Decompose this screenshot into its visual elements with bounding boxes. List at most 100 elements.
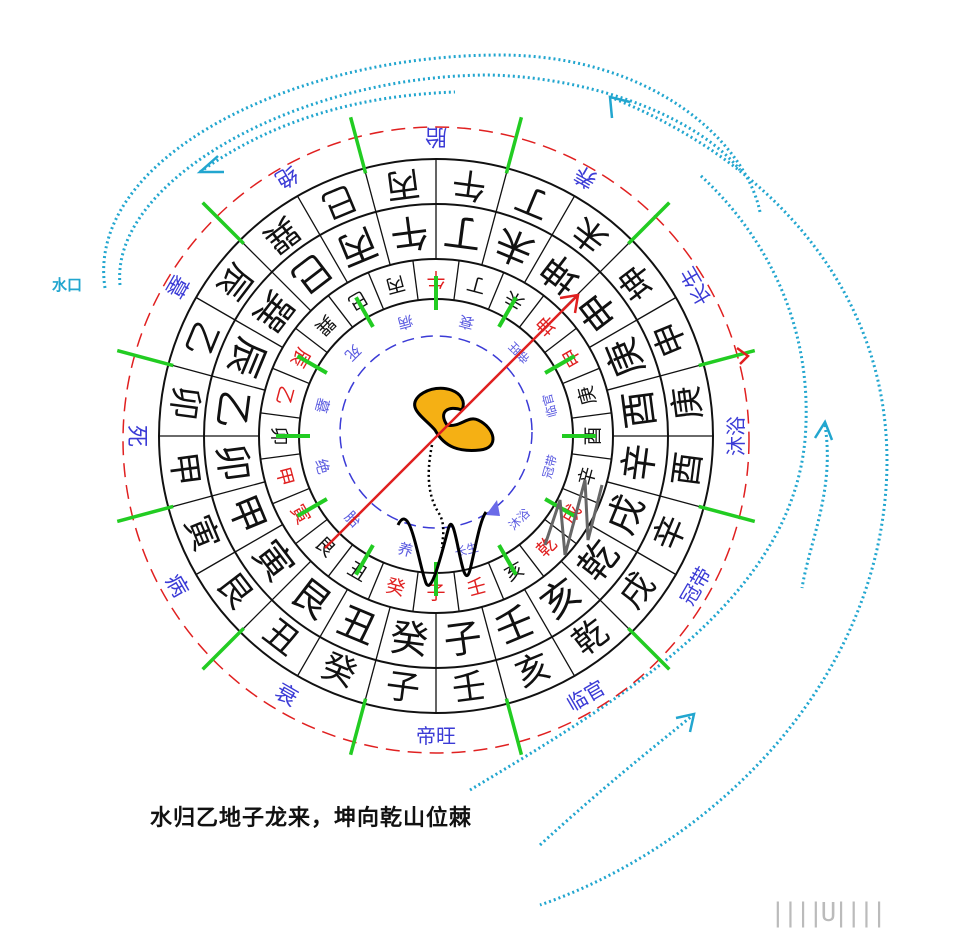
middle-ring-divider — [375, 606, 391, 661]
outer-ring-divider — [659, 363, 704, 377]
outer-ring-label: 甲 — [162, 450, 206, 489]
inner-green-tick — [497, 296, 518, 328]
inner-ring-label: 丙 — [383, 271, 407, 297]
gray-zigzag-line — [543, 479, 604, 556]
inner-ring-label: 癸 — [383, 575, 407, 601]
outer-ring-label: 庚 — [666, 383, 710, 422]
inner-ring-divider — [518, 295, 545, 328]
outer-ring-label: 巽 — [256, 208, 307, 260]
outer-ring-divider — [599, 239, 633, 273]
red-direction-arrow — [324, 293, 580, 549]
middle-ring-label: 乙 — [208, 388, 257, 431]
water-flow-arrowhead — [196, 155, 224, 174]
inner-ring-divider — [412, 571, 419, 612]
middle-ring-divider — [606, 375, 661, 391]
inner-green-tick — [354, 296, 375, 328]
water-mouth-label: 水口 — [52, 276, 83, 294]
middle-ring-label: 子 — [441, 615, 484, 664]
water-flow-arrowhead — [813, 419, 834, 441]
outer-stage-label: 墓 — [160, 270, 193, 302]
inner-stage-label: 冠带 — [540, 453, 560, 480]
outer-ring-divider — [363, 659, 377, 704]
middle-ring-divider — [481, 606, 497, 661]
inner-stage-label: 养 — [396, 539, 415, 560]
outer-green-tick — [201, 627, 245, 671]
inner-ring-divider — [260, 453, 301, 460]
outer-ring-divider — [495, 659, 509, 704]
inner-ring-divider — [272, 487, 310, 505]
middle-ring-divider — [271, 271, 312, 312]
outer-ring-divider — [636, 296, 677, 321]
inner-ring-divider — [453, 260, 460, 301]
watermark: ||||U|||| — [770, 898, 887, 928]
inner-ring-divider — [571, 453, 612, 460]
outer-ring-divider — [599, 599, 633, 633]
outer-ring-divider — [168, 495, 213, 509]
outer-stage-label: 胎 — [425, 124, 447, 149]
outer-ring-label: 戌 — [611, 565, 663, 616]
caption: 水归乙地子龙来，坤向乾山位棘 — [150, 806, 473, 831]
water-flow-line — [800, 424, 829, 589]
inner-ring-label: 壬 — [465, 575, 489, 601]
outer-ring-divider — [495, 168, 509, 213]
outer-ring-label: 未 — [565, 208, 616, 260]
outer-ring-label: 辰 — [208, 256, 260, 307]
inner-ring-divider — [327, 295, 354, 328]
outer-green-tick — [504, 116, 524, 174]
middle-ring-divider — [588, 319, 638, 349]
outer-ring-label: 卯 — [162, 383, 206, 422]
water-flow-line — [199, 90, 456, 174]
middle-ring-divider — [523, 234, 553, 284]
outer-green-tick — [348, 698, 368, 756]
inner-ring-divider — [518, 544, 545, 577]
inner-stage-label: 墓 — [311, 396, 332, 415]
water-flow-line — [469, 173, 808, 792]
middle-ring-label: 丁 — [441, 208, 484, 257]
outer-ring-divider — [239, 239, 273, 273]
inner-stage-label: 绝 — [311, 457, 332, 476]
inner-ring-divider — [544, 327, 577, 354]
middle-ring-label: 未 — [488, 219, 540, 274]
water-flow-arrowhead — [608, 95, 631, 119]
outer-stage-label: 帝旺 — [416, 724, 456, 748]
outer-green-tick — [627, 201, 671, 245]
middle-ring-divider — [523, 588, 553, 638]
outer-green-tick — [116, 504, 174, 524]
outer-ring-divider — [363, 168, 377, 213]
outer-green-tick — [504, 698, 524, 756]
inner-ring-divider — [487, 272, 505, 310]
outer-ring-divider — [659, 495, 704, 509]
middle-ring-label: 戌 — [598, 488, 653, 540]
outer-ring-divider — [239, 599, 273, 633]
inner-ring-divider — [272, 367, 310, 385]
inner-ring-divider — [327, 544, 354, 577]
inner-ring-divider — [571, 412, 612, 419]
middle-ring-divider — [606, 481, 661, 497]
blue-small-arrow — [486, 500, 500, 516]
outer-ring-label: 壬 — [450, 666, 489, 710]
outer-dashed-circle — [122, 126, 750, 754]
inner-green-tick — [296, 497, 328, 518]
outer-ring-divider — [636, 551, 677, 576]
middle-ring-label: 午 — [388, 208, 431, 257]
outer-stage-label: 长生 — [675, 263, 716, 310]
inner-ring-divider — [367, 562, 385, 600]
outer-stage-label: 衰 — [270, 679, 302, 712]
outer-ring-label: 丙 — [383, 162, 422, 206]
inner-stage-label: 病 — [396, 311, 415, 332]
outer-ring-divider — [296, 195, 321, 236]
inner-stage-label: 死 — [341, 341, 364, 364]
middle-ring-divider — [560, 560, 601, 601]
outer-ring-divider — [296, 636, 321, 677]
inner-green-tick — [544, 354, 576, 375]
outer-stage-label: 死 — [124, 425, 149, 447]
water-flow-line — [102, 53, 762, 289]
outer-ring-label: 子 — [383, 666, 422, 710]
dotted-line — [427, 444, 445, 549]
outer-ring-divider — [551, 636, 576, 677]
outer-green-tick — [627, 627, 671, 671]
inner-ring-divider — [412, 260, 419, 301]
outer-ring-label: 乾 — [565, 611, 616, 663]
